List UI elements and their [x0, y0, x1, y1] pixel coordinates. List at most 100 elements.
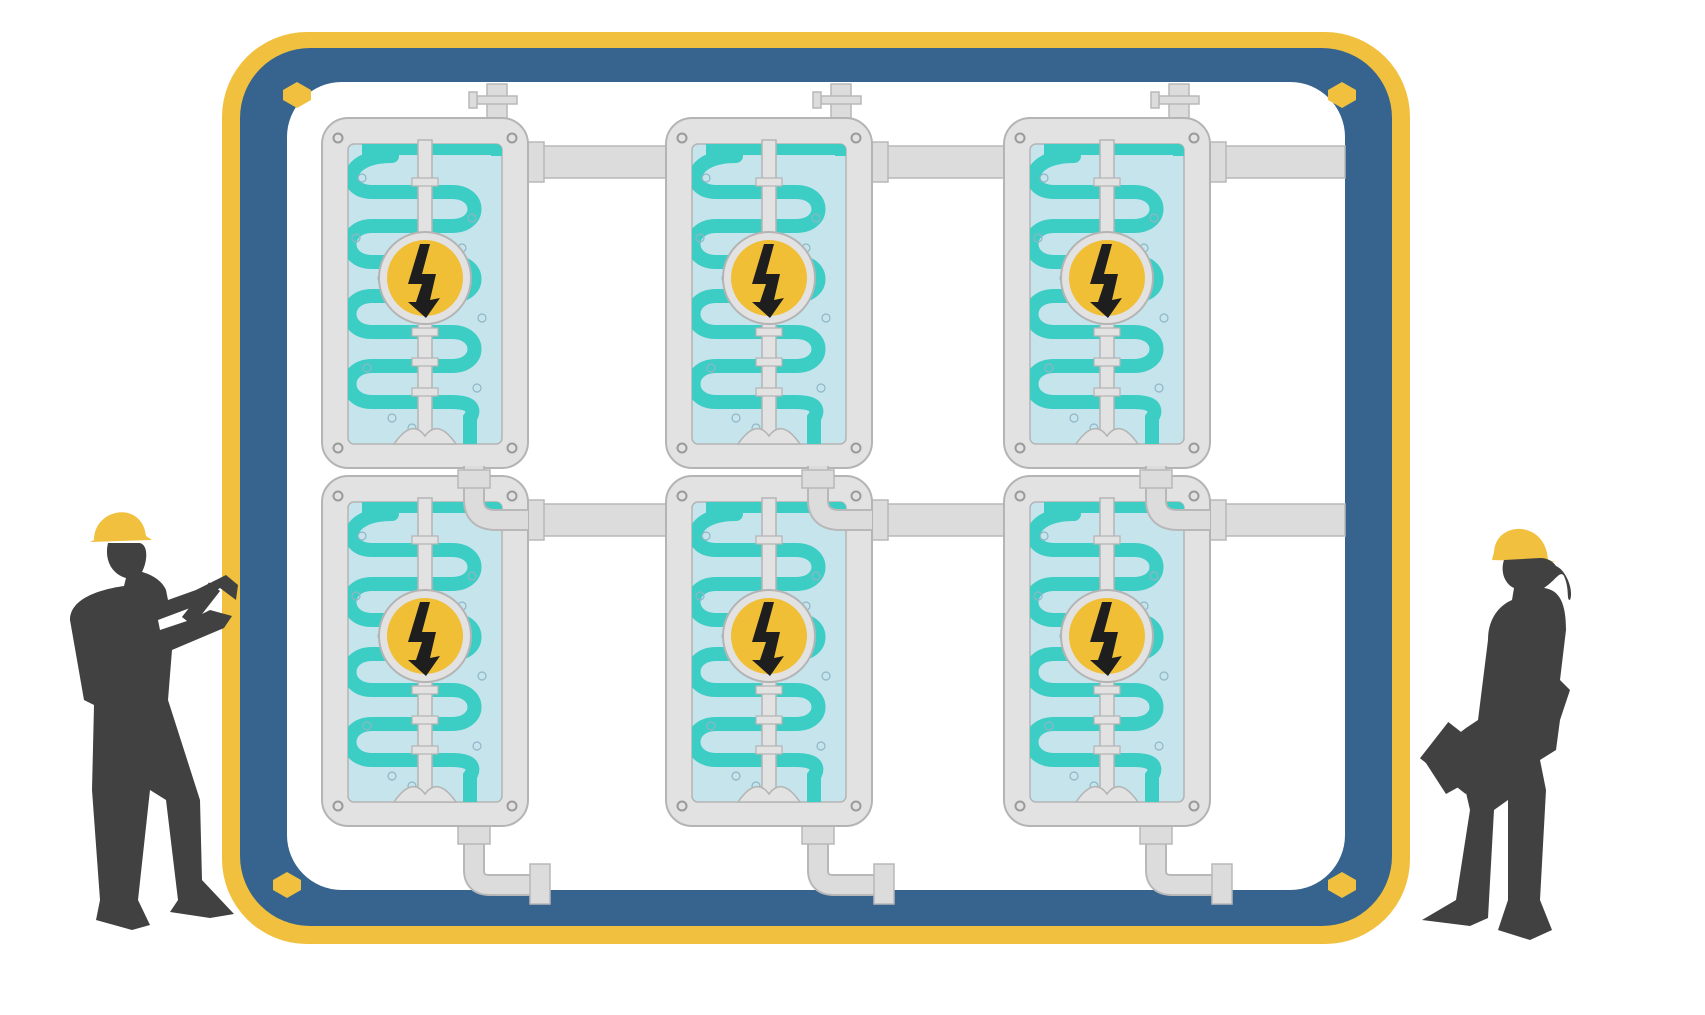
valve-knob	[468, 91, 478, 109]
tank-screw	[1014, 132, 1026, 144]
tank-screw	[506, 132, 518, 144]
bubble	[1033, 591, 1043, 601]
shaft-collar	[1093, 715, 1121, 725]
lightning-bolt-icon	[1090, 602, 1122, 676]
horizontal-pipe	[871, 503, 1005, 537]
bubble	[357, 173, 367, 183]
bubble	[472, 383, 482, 393]
tank-screw	[332, 490, 344, 502]
reactor-tank	[321, 117, 529, 469]
drain-pipe	[465, 822, 534, 894]
shaft-collar	[411, 357, 439, 367]
bubble	[1039, 173, 1049, 183]
horizontal-pipe	[1209, 145, 1346, 179]
bubble	[1044, 721, 1054, 731]
shaft-collar	[1093, 535, 1121, 545]
riser-pipe	[1147, 466, 1210, 529]
folder-icon	[1419, 722, 1495, 794]
drain-flange	[873, 863, 895, 905]
bubble	[811, 213, 821, 223]
bubble	[387, 413, 397, 423]
worker-left-silhouette	[70, 512, 238, 930]
tank-screw	[676, 442, 688, 454]
shaft-collar	[755, 327, 783, 337]
shaft-collar	[1093, 745, 1121, 755]
tank-screw	[332, 800, 344, 812]
bubble	[362, 721, 372, 731]
reactor-tank	[321, 475, 529, 827]
bubble	[467, 213, 477, 223]
tank-screw	[676, 132, 688, 144]
impeller	[1074, 427, 1140, 445]
tablet-icon	[181, 582, 221, 626]
bubble	[1159, 313, 1169, 323]
bolt-top-right	[1328, 82, 1356, 108]
shaft-collar	[755, 745, 783, 755]
shaft-collar	[411, 715, 439, 725]
shaft-collar	[1093, 357, 1121, 367]
riser-coupling	[457, 469, 491, 489]
tank-screw	[850, 442, 862, 454]
valve-handle	[820, 95, 862, 105]
bubble	[351, 591, 361, 601]
tank-screw	[1014, 800, 1026, 812]
bubble	[387, 771, 397, 781]
bubble	[472, 741, 482, 751]
tank-screw	[676, 800, 688, 812]
lightning-bolt-icon	[408, 602, 440, 676]
pipe-flange	[527, 141, 545, 183]
bubble	[362, 363, 372, 373]
bubble	[1149, 571, 1159, 581]
bubble	[731, 413, 741, 423]
horizontal-pipe	[527, 145, 667, 179]
connecting-pipes	[457, 83, 1346, 905]
drain-coupling	[801, 825, 835, 845]
bubble	[731, 771, 741, 781]
shaft-collar	[755, 535, 783, 545]
impeller	[736, 427, 802, 445]
shaft-collar	[1093, 685, 1121, 695]
shaft-collar	[755, 715, 783, 725]
shaft-collar	[1093, 327, 1121, 337]
shaft-collar	[1093, 177, 1121, 187]
tank-screw	[506, 490, 518, 502]
pipe-flange	[871, 141, 889, 183]
bubble	[701, 173, 711, 183]
bubble	[1154, 741, 1164, 751]
bubble	[816, 741, 826, 751]
bubble	[477, 313, 487, 323]
tank-screw	[850, 490, 862, 502]
riser-pipe	[465, 466, 528, 529]
valve-handle	[1158, 95, 1200, 105]
reactor-tank	[665, 117, 873, 469]
pipe-flange	[1209, 141, 1227, 183]
bubble	[467, 571, 477, 581]
shaft-collar	[411, 177, 439, 187]
lightning-bolt-icon	[752, 602, 784, 676]
pipe-flange	[527, 499, 545, 541]
reactor-tank	[665, 475, 873, 827]
reactor-tank	[1003, 117, 1211, 469]
bubble	[821, 313, 831, 323]
impeller	[1074, 785, 1140, 803]
bolt-bottom-left	[273, 872, 301, 898]
lightning-bolt-icon	[1090, 244, 1122, 318]
tank-screw	[1014, 490, 1026, 502]
pipe-flange	[871, 499, 889, 541]
shaft-collar	[755, 357, 783, 367]
tank-screw	[506, 442, 518, 454]
impeller	[392, 785, 458, 803]
shaft-collar	[1093, 387, 1121, 397]
bubble	[1069, 771, 1079, 781]
horizontal-pipe	[527, 503, 667, 537]
reactor-grid	[321, 117, 1211, 827]
bubble	[811, 571, 821, 581]
impeller	[736, 785, 802, 803]
horizontal-pipe	[871, 145, 1005, 179]
bubble	[1039, 531, 1049, 541]
bubble	[1149, 213, 1159, 223]
tank-screw	[1188, 442, 1200, 454]
shaft-collar	[411, 387, 439, 397]
frame-bolts	[273, 82, 1356, 898]
bubble	[357, 531, 367, 541]
